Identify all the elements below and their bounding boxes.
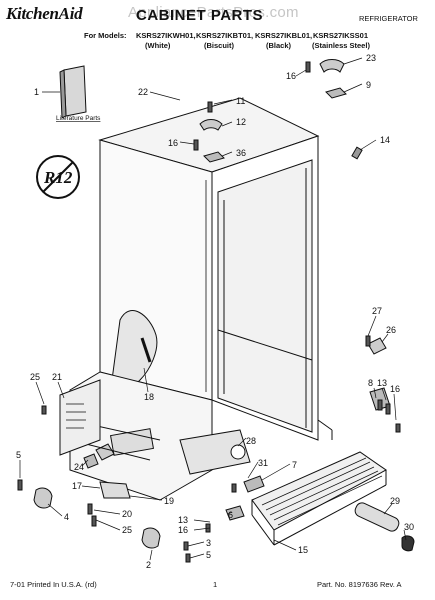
refrigerant-label: R12	[43, 168, 73, 187]
callout-number: 28	[246, 436, 256, 446]
model-number: KSRS27IKSS01	[313, 31, 369, 40]
callout-number: 13	[178, 515, 188, 525]
callout-number: 7	[292, 460, 297, 470]
page-number: 1	[213, 580, 218, 589]
callout-number: 22	[138, 87, 148, 97]
callout-number: 13	[377, 378, 387, 388]
callout-number: 30	[404, 522, 414, 532]
callout-number: 17	[72, 481, 82, 491]
callout-number: 27	[372, 306, 382, 316]
callout-number: 6	[228, 510, 233, 520]
watermark-text: AppliancePartsPros.com	[128, 4, 299, 21]
leader-lines	[19, 57, 407, 561]
cabinet-body	[98, 97, 333, 441]
literature-parts-booklet: Literature Parts	[56, 65, 101, 122]
drain-trough	[179, 429, 251, 475]
refrigerant-r12-badge: R12	[36, 155, 80, 199]
print-info: 7-01 Printed In U.S.A. (rd)	[10, 580, 97, 589]
callout-number: 23	[366, 53, 376, 63]
brand-logo: KitchenAid	[6, 4, 83, 23]
callout-number: 2	[146, 560, 151, 570]
callout-number: 12	[236, 117, 246, 127]
model-color: (White)	[145, 41, 171, 50]
callout-number: 25	[30, 372, 40, 382]
callout-number: 24	[74, 462, 84, 472]
callout-number: 14	[380, 135, 390, 145]
small-hardware	[17, 399, 401, 563]
callout-number: 29	[390, 496, 400, 506]
toe-grille	[251, 451, 387, 546]
callout-number: 20	[122, 509, 132, 519]
callout-number: 9	[366, 80, 371, 90]
callout-number: 8	[368, 378, 373, 388]
model-number: KSRS27IKBL01,	[255, 31, 313, 40]
document-type: REFRIGERATOR	[359, 14, 418, 23]
machine-compartment	[69, 371, 213, 501]
callout-number: 5	[16, 450, 21, 460]
model-color: (Stainless Steel)	[312, 41, 370, 50]
callout-number: 11	[236, 96, 245, 106]
callout-number: 4	[64, 512, 69, 522]
callout-number: 26	[386, 325, 396, 335]
callout-number: 21	[52, 372, 62, 382]
top-hinge-parts	[193, 59, 363, 163]
callout-number: 25	[122, 525, 132, 535]
back-panel	[59, 379, 101, 456]
part-number: Part. No. 8197636 Rev. A	[317, 580, 402, 589]
page-title: CABINET PARTS	[136, 7, 264, 24]
callout-number: 16	[168, 138, 178, 148]
model-color: (Black)	[266, 41, 292, 50]
callout-number: 16	[286, 71, 296, 81]
callout-number: 5	[206, 550, 211, 560]
callout-number: 18	[144, 392, 154, 402]
models-label: For Models:	[84, 31, 127, 40]
model-color: (Biscuit)	[204, 41, 234, 50]
model-number: KSRS27IKBT01,	[196, 31, 254, 40]
callout-number: 36	[236, 148, 246, 158]
lower-hinge	[365, 335, 391, 411]
callout-number: 15	[298, 545, 308, 555]
callout-number: 19	[164, 496, 174, 506]
callout-number: 16	[178, 525, 188, 535]
callout-number: 1	[34, 87, 39, 97]
water-filter	[354, 502, 415, 552]
callout-number: 16	[390, 384, 400, 394]
callout-number: 31	[258, 458, 268, 468]
callout-number: 3	[206, 538, 211, 548]
model-number: KSRS27IKWH01,	[136, 31, 196, 40]
literature-parts-label: Literature Parts	[56, 115, 101, 122]
